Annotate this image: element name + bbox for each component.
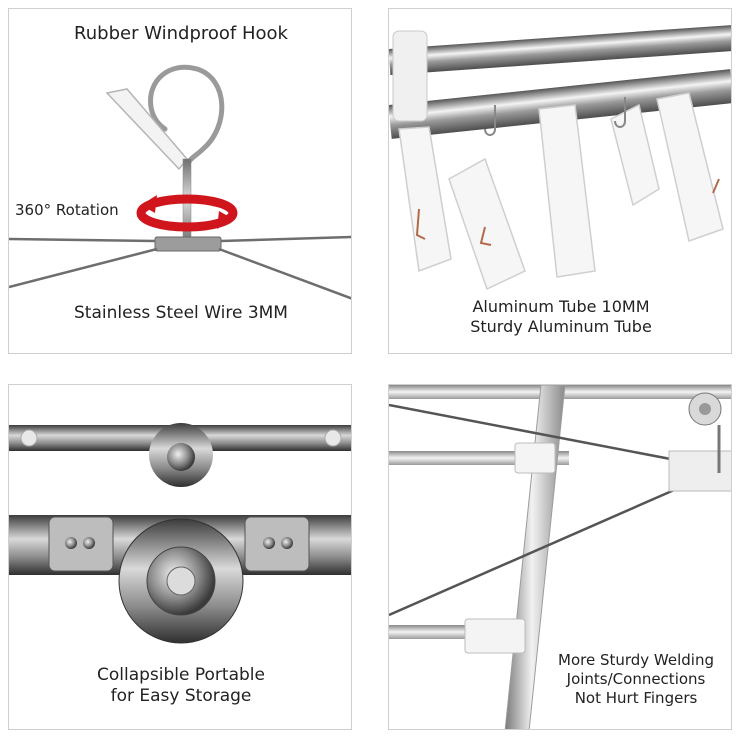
joints-caption-line-1: More Sturdy Welding [558,651,714,669]
upper-tube [389,25,731,75]
hook-title: Rubber Windproof Hook [74,23,288,44]
joints-feature-panel: More Sturdy Welding Joints/Connections N… [388,384,732,730]
hook-feature-panel: Rubber Windproof Hook 360° Rotation Stai… [8,8,352,354]
joints-caption-line-3: Not Hurt Fingers [574,688,698,707]
wire-caption: Stainless Steel Wire 3MM [74,303,288,323]
aluminum-tube [389,69,731,139]
corner-bracket [668,450,731,492]
tube-caption-line-1: Aluminum Tube 10MM [472,297,650,316]
hinge-caption-line-2: for Easy Storage [110,686,252,707]
clothes-pegs [398,92,724,291]
joint-connector-1 [514,442,556,474]
hook-illustration [9,64,351,300]
tube-illustration [389,25,731,291]
rotation-label: 360° Rotation [15,201,119,219]
hinge-caption-line-1: Collapsible Portable [97,665,265,685]
rubber-clip [105,88,188,171]
hinge-caption: Collapsible Portable for Easy Storage [9,665,351,708]
rotation-arrow-icon [136,194,238,232]
joints-illustration [389,385,731,729]
stainless-wires [9,235,351,300]
support-wires [389,403,682,617]
center-hub [154,236,222,252]
joints-caption: More Sturdy Welding Joints/Connections N… [539,651,731,707]
joints-caption-line-2: Joints/Connections [566,669,706,688]
tube-feature-panel: Aluminum Tube 10MM Sturdy Aluminum Tube [388,8,732,354]
joint-connector-2 [464,618,526,654]
tube-caption-line-2: Sturdy Aluminum Tube [470,317,652,336]
hinge-illustration [9,423,351,644]
tube-caption: Aluminum Tube 10MM Sturdy Aluminum Tube [389,297,731,337]
hinge-feature-panel: Collapsible Portable for Easy Storage [8,384,352,730]
hook-wire [148,64,225,192]
